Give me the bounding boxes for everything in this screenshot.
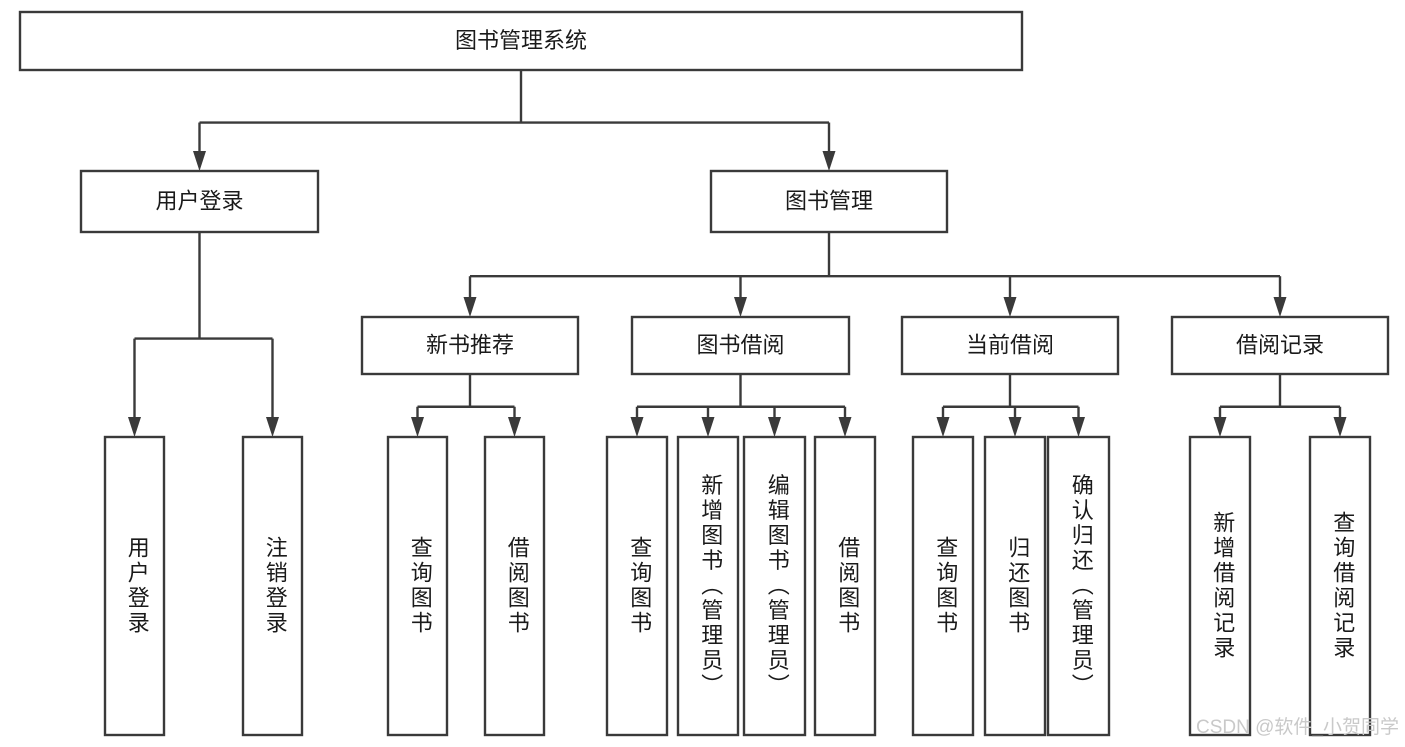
node-label-leaf-cur-2: 归还图书 xyxy=(1005,536,1030,636)
connector-group-newbook xyxy=(411,374,521,437)
node-records[interactable]: 借阅记录 xyxy=(1170,315,1390,376)
node-leaf-rec-2[interactable]: 查询借阅记录 xyxy=(1308,435,1372,737)
node-box-leaf-login-1[interactable] xyxy=(103,435,166,737)
node-label-leaf-new-2: 借阅图书 xyxy=(505,536,530,636)
arrow-head-icon xyxy=(1273,297,1287,317)
arrow-head-icon xyxy=(1072,417,1085,437)
node-newbook[interactable]: 新书推荐 xyxy=(360,315,580,376)
arrow-head-icon xyxy=(1333,417,1347,437)
arrow-head-icon xyxy=(822,151,836,171)
node-bookmgmt[interactable]: 图书管理 xyxy=(709,169,949,234)
arrow-head-icon xyxy=(701,417,715,437)
node-label-leaf-cur-3: 确认归还（管理员） xyxy=(1069,474,1094,699)
node-box-leaf-new-1[interactable] xyxy=(386,435,449,737)
arrow-head-icon xyxy=(1003,297,1017,317)
node-label-borrow: 图书借阅 xyxy=(696,332,784,357)
node-leaf-cur-2[interactable]: 归还图书 xyxy=(983,435,1047,737)
node-box-leaf-login-2[interactable] xyxy=(241,435,304,737)
node-leaf-login-1[interactable]: 用户登录 xyxy=(103,435,166,737)
node-borrow[interactable]: 图书借阅 xyxy=(630,315,851,376)
node-label-records: 借阅记录 xyxy=(1236,332,1324,357)
node-box-records[interactable] xyxy=(1170,315,1390,376)
node-label-bookmgmt: 图书管理 xyxy=(785,188,873,213)
node-label-root: 图书管理系统 xyxy=(455,28,587,53)
node-leaf-cur-3[interactable]: 确认归还（管理员） xyxy=(1046,435,1111,737)
arrow-head-icon xyxy=(734,297,747,317)
arrow-head-icon xyxy=(508,417,521,437)
node-box-bookmgmt[interactable] xyxy=(709,169,949,234)
watermark-layer: CSDN @软件_小贺同学 xyxy=(1196,716,1399,738)
node-leaf-rec-1[interactable]: 新增借阅记录 xyxy=(1188,435,1252,737)
arrow-head-icon xyxy=(630,417,644,437)
node-leaf-login-2[interactable]: 注销登录 xyxy=(241,435,304,737)
connector-group-borrow xyxy=(630,374,852,437)
node-box-root[interactable] xyxy=(18,10,1024,72)
node-box-leaf-bor-4[interactable] xyxy=(813,435,877,737)
arrow-head-icon xyxy=(768,417,781,437)
node-leaf-new-2[interactable]: 借阅图书 xyxy=(483,435,546,737)
node-leaf-cur-1[interactable]: 查询图书 xyxy=(911,435,975,737)
node-leaf-new-1[interactable]: 查询图书 xyxy=(386,435,449,737)
connector-group-root xyxy=(193,70,836,171)
node-leaf-bor-1[interactable]: 查询图书 xyxy=(605,435,669,737)
watermark-label: CSDN @软件_小贺同学 xyxy=(1196,716,1399,738)
node-login[interactable]: 用户登录 xyxy=(79,169,320,234)
node-box-borrow[interactable] xyxy=(630,315,851,376)
node-label-leaf-rec-2: 查询借阅记录 xyxy=(1330,511,1355,661)
node-box-current[interactable] xyxy=(900,315,1120,376)
node-leaf-bor-4[interactable]: 借阅图书 xyxy=(813,435,877,737)
node-layer: 图书管理系统用户登录图书管理新书推荐图书借阅当前借阅借阅记录用户登录注销登录查询… xyxy=(18,10,1390,737)
node-label-leaf-bor-3: 编辑图书（管理员） xyxy=(765,474,790,699)
node-label-leaf-cur-1: 查询图书 xyxy=(933,536,958,636)
node-label-login: 用户登录 xyxy=(155,188,243,213)
arrow-head-icon xyxy=(411,417,424,437)
node-current[interactable]: 当前借阅 xyxy=(900,315,1120,376)
node-label-current: 当前借阅 xyxy=(966,332,1054,357)
arrow-head-icon xyxy=(1008,417,1022,437)
node-box-leaf-rec-1[interactable] xyxy=(1188,435,1252,737)
node-label-leaf-login-2: 注销登录 xyxy=(263,536,288,636)
node-label-leaf-login-1: 用户登录 xyxy=(125,536,150,636)
node-box-newbook[interactable] xyxy=(360,315,580,376)
node-box-leaf-rec-2[interactable] xyxy=(1308,435,1372,737)
node-box-leaf-new-2[interactable] xyxy=(483,435,546,737)
node-label-leaf-bor-1: 查询图书 xyxy=(627,536,652,636)
node-leaf-bor-3[interactable]: 编辑图书（管理员） xyxy=(742,435,807,737)
node-label-leaf-rec-1: 新增借阅记录 xyxy=(1210,511,1235,661)
node-box-leaf-cur-2[interactable] xyxy=(983,435,1047,737)
node-box-login[interactable] xyxy=(79,169,320,234)
arrow-head-icon xyxy=(936,417,950,437)
node-label-leaf-bor-4: 借阅图书 xyxy=(835,536,860,636)
node-label-leaf-bor-2: 新增图书（管理员） xyxy=(698,474,723,699)
node-box-leaf-bor-3[interactable] xyxy=(742,435,807,737)
node-box-leaf-bor-2[interactable] xyxy=(676,435,740,737)
node-root[interactable]: 图书管理系统 xyxy=(18,10,1024,72)
connector-group-current xyxy=(936,374,1085,437)
arrow-head-icon xyxy=(838,417,852,437)
connector-group-login xyxy=(128,232,279,437)
node-box-leaf-cur-1[interactable] xyxy=(911,435,975,737)
arrow-head-icon xyxy=(193,151,206,171)
node-box-leaf-cur-3[interactable] xyxy=(1046,435,1111,737)
connector-layer xyxy=(128,70,1347,437)
node-box-leaf-bor-1[interactable] xyxy=(605,435,669,737)
connector-group-records xyxy=(1213,374,1347,437)
node-leaf-bor-2[interactable]: 新增图书（管理员） xyxy=(676,435,740,737)
arrow-head-icon xyxy=(1213,417,1227,437)
arrow-head-icon xyxy=(266,417,279,437)
node-label-newbook: 新书推荐 xyxy=(426,332,514,357)
arrow-head-icon xyxy=(463,297,477,317)
arrow-head-icon xyxy=(128,417,141,437)
connector-group-bookmgmt xyxy=(463,232,1287,317)
node-label-leaf-new-1: 查询图书 xyxy=(408,536,433,636)
